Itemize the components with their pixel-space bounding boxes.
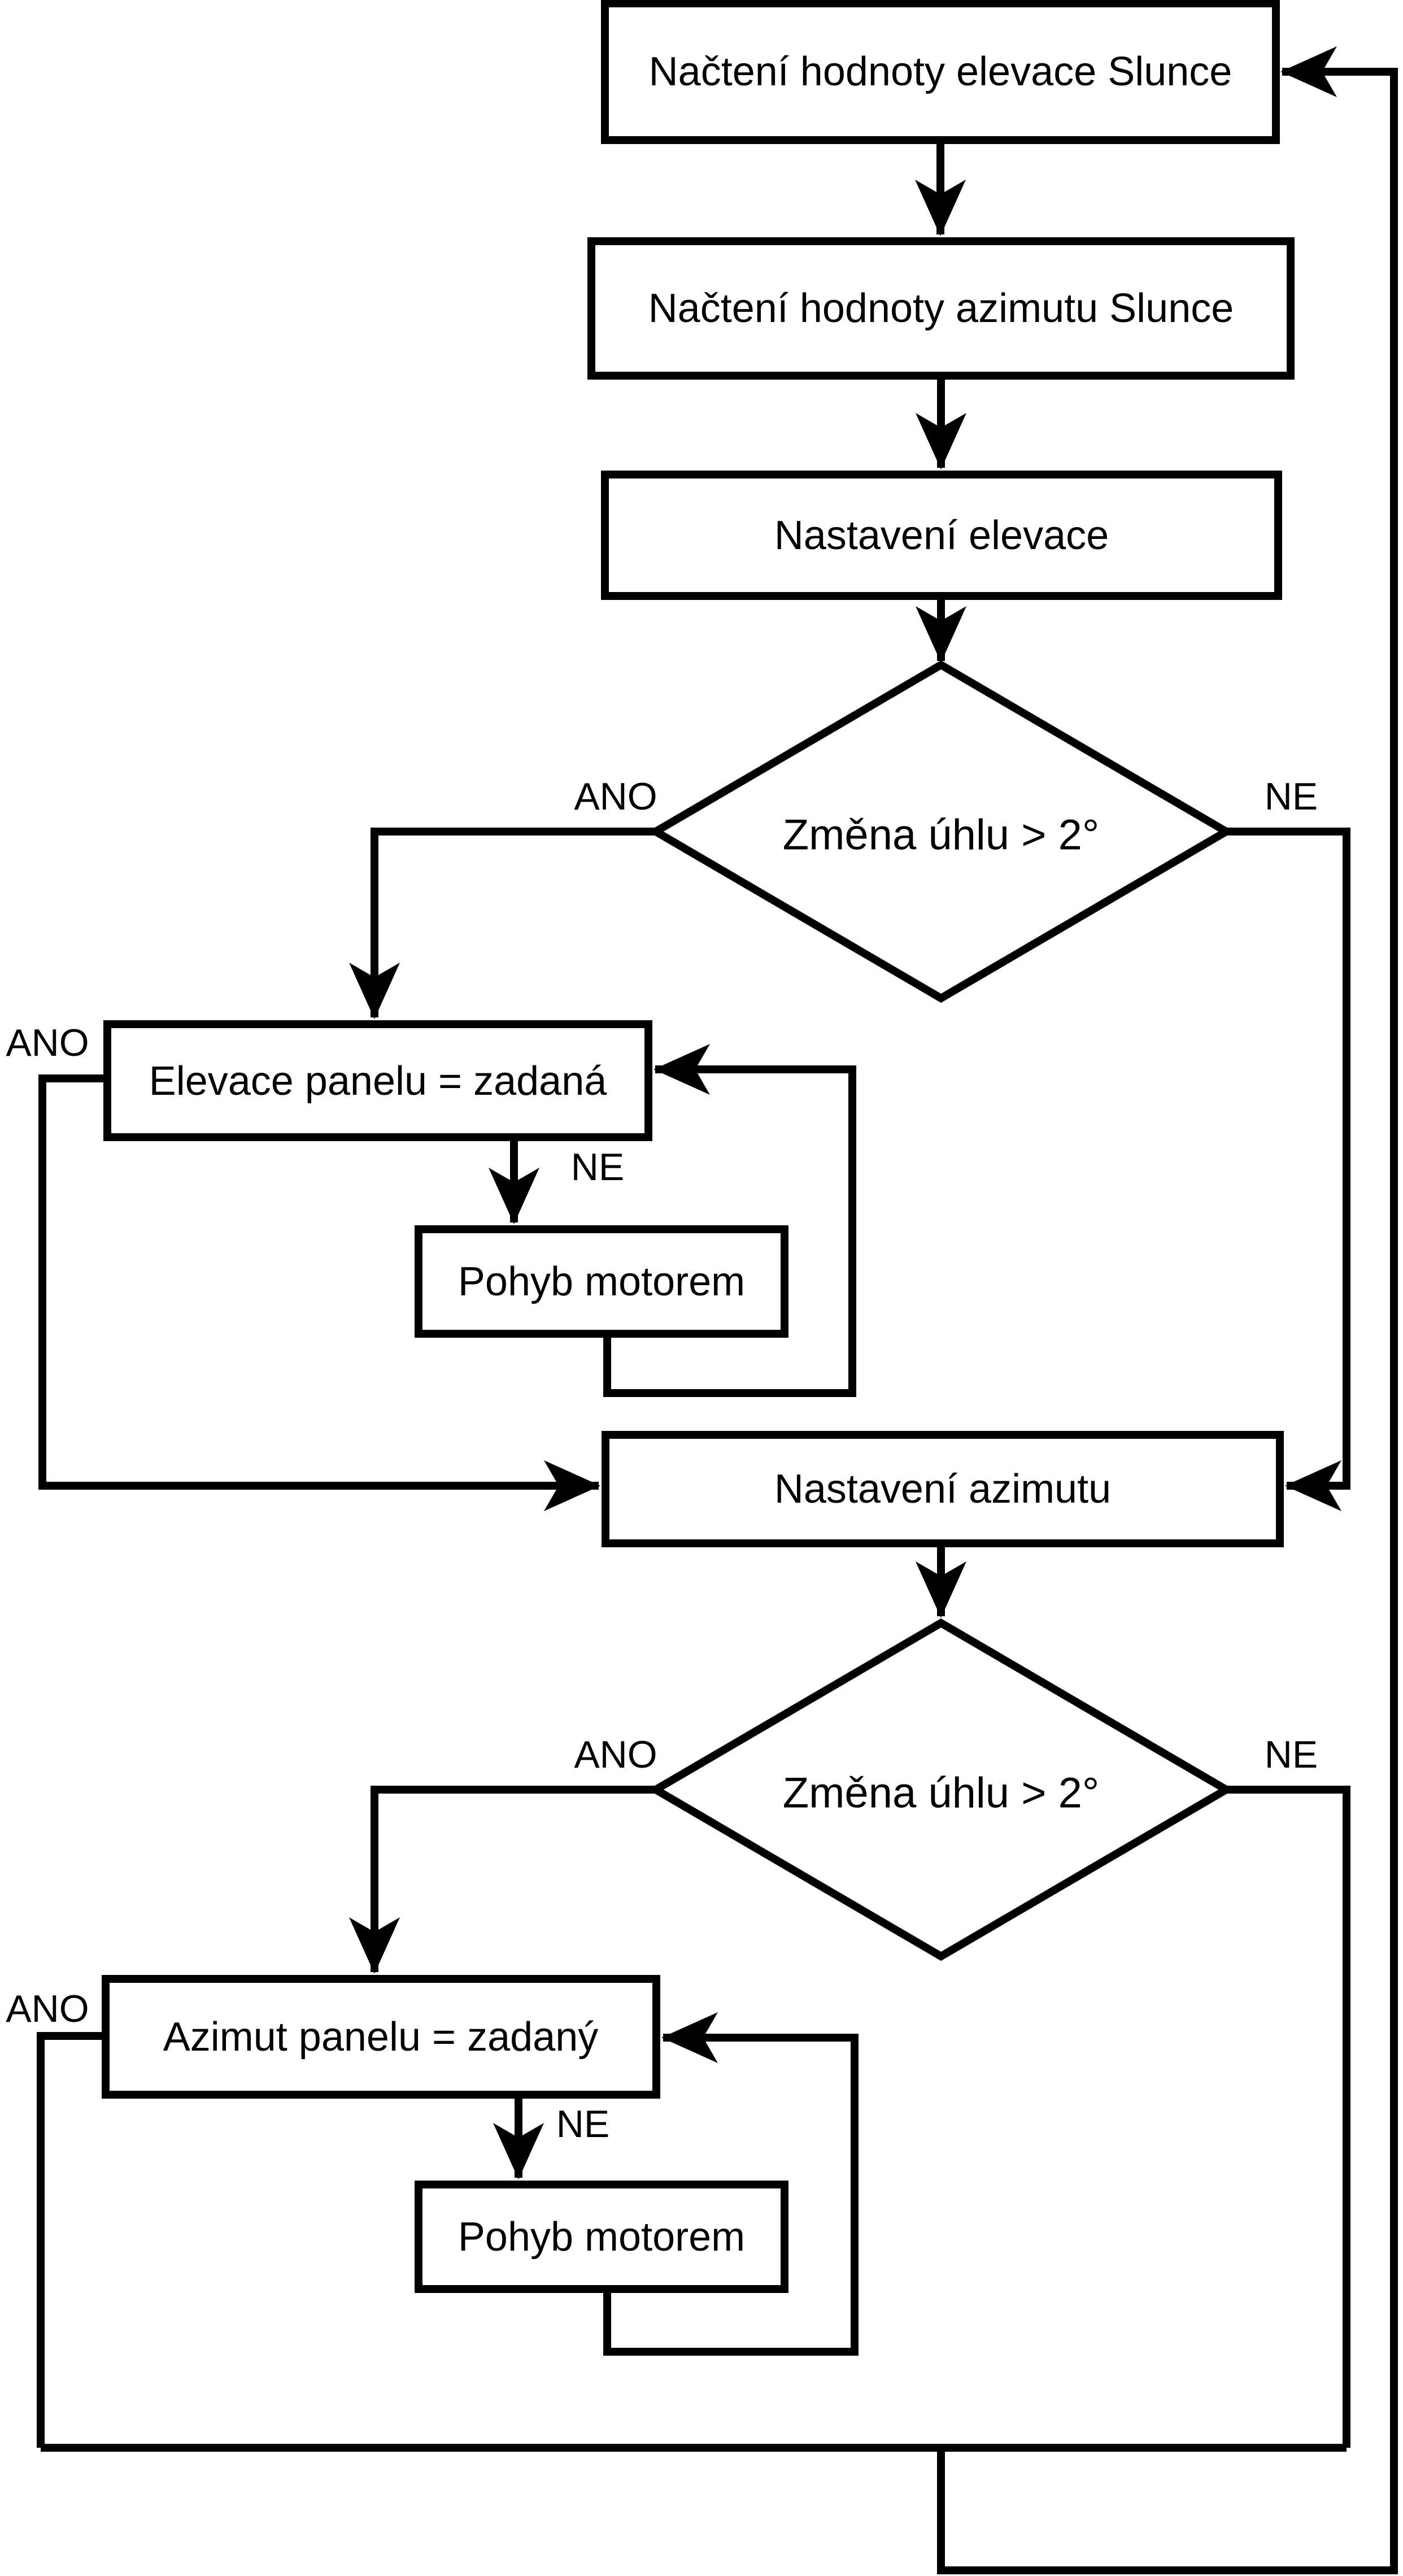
edge-decision2-no-to-bottom-line — [1226, 1786, 1350, 2448]
process-box-set-elevation — [601, 471, 1282, 600]
process-label-set-elevation: Nastavení elevace — [774, 513, 1109, 558]
decision-label-elevation-angle: Změna úhlu > 2° — [783, 811, 1100, 859]
edge-decision1-yes-to-elevation-check — [349, 828, 656, 1019]
edge-elevation-check-yes-to-set-azimuth — [38, 1074, 600, 1511]
process-label-motor-move-azimuth: Pohyb motorem — [458, 2214, 745, 2260]
process-box-motor-move-azimuth — [415, 2181, 788, 2293]
process-label-azimuth-check: Azimut panelu = zadaný — [163, 2014, 598, 2060]
edge-label-elevation-check-no: NE — [571, 1146, 624, 1189]
loop-motor-azimuth-back-to-check — [603, 2012, 859, 2356]
process-label-read-elevation: Načtení hodnoty elevace Slunce — [649, 49, 1232, 94]
process-label-read-azimuth: Načtení hodnoty azimutu Slunce — [648, 286, 1234, 331]
edge-label-decision1-no: NE — [1265, 775, 1318, 818]
loop-motor-elevation-back-to-check — [603, 1044, 856, 1397]
process-label-elevation-check: Elevace panelu = zadaná — [149, 1059, 608, 1104]
edge-azimuth-check-yes-to-bottom-line — [37, 2032, 106, 2448]
edge-label-decision2-no: NE — [1265, 1733, 1318, 1776]
edge-decision1-no-to-set-azimuth — [1226, 828, 1350, 1511]
decision-diamond-azimuth-angle — [648, 1618, 1234, 1961]
edge-label-azimuth-check-no: NE — [556, 2103, 609, 2146]
edge-label-decision2-yes: ANO — [574, 1733, 657, 1776]
process-box-elevation-check — [103, 1020, 652, 1141]
edge-label-decision1-yes: ANO — [574, 775, 657, 818]
process-box-azimuth-check — [102, 1975, 660, 2099]
process-label-motor-move-elevation: Pohyb motorem — [458, 1259, 745, 1304]
process-box-motor-move-elevation — [415, 1225, 788, 1338]
decision-diamond-elevation-angle — [648, 660, 1234, 1003]
process-box-read-azimuth — [587, 237, 1295, 380]
process-box-read-elevation — [601, 0, 1280, 144]
edge-label-elevation-check-yes: ANO — [6, 1021, 89, 1064]
decision-label-azimuth-angle: Změna úhlu > 2° — [783, 1769, 1100, 1817]
edge-decision2-yes-to-azimuth-check — [349, 1786, 656, 1974]
process-box-set-azimuth — [602, 1431, 1284, 1547]
process-label-set-azimuth: Nastavení azimutu — [774, 1467, 1111, 1512]
edge-label-azimuth-check-yes: ANO — [6, 1987, 89, 2030]
return-loop-to-start — [937, 46, 1398, 2574]
